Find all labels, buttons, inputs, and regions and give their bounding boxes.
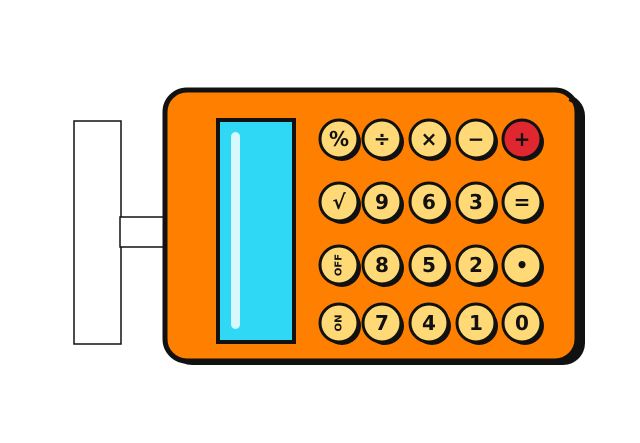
key-cap xyxy=(501,181,543,223)
calculator-stand xyxy=(73,120,168,345)
key-equals[interactable]: = xyxy=(501,181,544,224)
decimal-point-icon: • xyxy=(516,253,529,277)
key-cap xyxy=(318,118,360,160)
divide-icon: ÷ xyxy=(374,127,391,151)
display xyxy=(216,118,296,344)
key-percent[interactable]: % xyxy=(318,118,361,161)
key-cap xyxy=(318,244,360,286)
key-plus[interactable]: + xyxy=(501,118,544,161)
key-2[interactable]: 2 xyxy=(455,244,498,287)
key-cap xyxy=(455,244,497,286)
key-cap xyxy=(408,244,450,286)
key-1[interactable]: 1 xyxy=(455,302,498,345)
key-label: 2 xyxy=(469,253,483,277)
key-cap xyxy=(455,181,497,223)
key-9[interactable]: 9 xyxy=(361,181,404,224)
key-cap xyxy=(361,244,403,286)
key-minus[interactable]: − xyxy=(455,118,498,161)
key-cap xyxy=(501,244,543,286)
key-6[interactable]: 6 xyxy=(408,181,451,224)
display-screen xyxy=(216,118,296,344)
key-cap xyxy=(501,118,543,160)
key-off[interactable]: OFF xyxy=(318,244,361,287)
key-label: 3 xyxy=(469,190,483,214)
display-highlight xyxy=(231,132,240,329)
key-cap xyxy=(318,302,360,344)
key-sqrt[interactable]: √ xyxy=(318,181,361,224)
stand-arm xyxy=(119,216,168,248)
key-0[interactable]: 0 xyxy=(501,302,544,345)
key-5[interactable]: 5 xyxy=(408,244,451,287)
key-3[interactable]: 3 xyxy=(455,181,498,224)
key-label: 7 xyxy=(375,311,389,335)
sqrt-icon: √ xyxy=(332,190,346,214)
key-label: 8 xyxy=(375,253,389,277)
key-cap xyxy=(455,302,497,344)
key-label: 4 xyxy=(422,311,436,335)
multiply-icon: × xyxy=(421,127,438,151)
key-label: 5 xyxy=(422,253,436,277)
key-label: 1 xyxy=(469,311,483,335)
key-label: ON xyxy=(334,315,345,332)
key-label: 0 xyxy=(515,311,529,335)
key-cap xyxy=(318,181,360,223)
equals-icon: = xyxy=(514,190,531,214)
key-cap xyxy=(361,118,403,160)
stand-post xyxy=(73,120,122,345)
key-label: 9 xyxy=(375,190,389,214)
key-on[interactable]: ON xyxy=(318,302,361,345)
key-label: 6 xyxy=(422,190,436,214)
key-cap xyxy=(501,302,543,344)
key-7[interactable]: 7 xyxy=(361,302,404,345)
key-cap xyxy=(408,118,450,160)
key-divide[interactable]: ÷ xyxy=(361,118,404,161)
minus-icon: − xyxy=(468,127,485,151)
key-cap xyxy=(361,302,403,344)
key-cap xyxy=(408,302,450,344)
percent-icon: % xyxy=(329,127,349,151)
key-decimal-point[interactable]: • xyxy=(501,244,544,287)
keypad: % ÷ × − + √ 9 6 3 = OFF 8 5 2 • ON 7 4 1 0 xyxy=(318,118,544,345)
key-multiply[interactable]: × xyxy=(408,118,451,161)
key-cap xyxy=(455,118,497,160)
key-8[interactable]: 8 xyxy=(361,244,404,287)
key-cap xyxy=(361,181,403,223)
key-label: OFF xyxy=(334,254,345,276)
plus-icon: + xyxy=(514,127,531,151)
calculator-edge-line xyxy=(568,99,581,359)
key-4[interactable]: 4 xyxy=(408,302,451,345)
key-cap xyxy=(408,181,450,223)
